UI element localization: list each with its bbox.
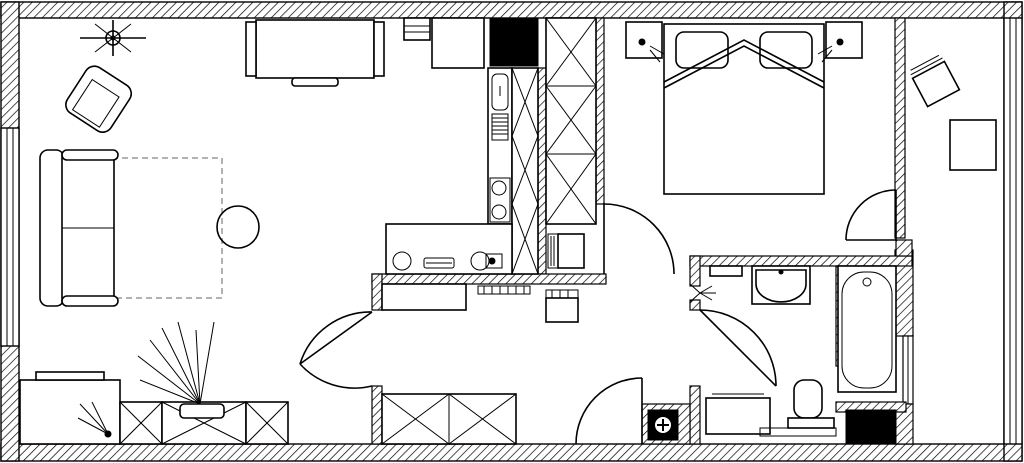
armchair xyxy=(65,65,133,133)
tv-cabinet xyxy=(19,371,121,445)
bedroom-right-wall xyxy=(894,17,914,445)
kitchen-bottom-counter xyxy=(385,223,513,275)
nightstand-left xyxy=(625,21,665,63)
bed xyxy=(663,23,825,195)
right-window xyxy=(1003,17,1023,445)
balcony-table xyxy=(949,119,997,171)
small-cabinet xyxy=(547,233,585,269)
bath-light xyxy=(689,283,716,303)
left-window xyxy=(0,127,20,347)
hall-closet xyxy=(381,393,517,445)
hall-shelf xyxy=(381,283,531,311)
entrance-meter xyxy=(647,409,679,441)
coffee-table xyxy=(216,205,260,249)
bathroom-door xyxy=(699,309,777,387)
washing-machine xyxy=(705,393,771,435)
closet-door-swing xyxy=(603,203,675,275)
sofa xyxy=(39,149,119,307)
entrance-door xyxy=(575,377,643,445)
washbasin xyxy=(751,265,811,305)
washbasin-counter xyxy=(709,265,743,277)
dish-drainer xyxy=(491,113,509,141)
rug xyxy=(111,157,223,299)
dining-table xyxy=(245,19,385,87)
balcony-chair xyxy=(910,54,961,108)
bedroom-door xyxy=(845,189,897,241)
wardrobe xyxy=(545,17,597,225)
toilet xyxy=(759,379,837,437)
bathroom-heater xyxy=(845,409,897,445)
radiator xyxy=(545,289,579,323)
bathtub xyxy=(837,265,897,393)
media-shelf xyxy=(119,401,289,445)
nightstand-right xyxy=(817,21,863,63)
floor-lamp-rays xyxy=(137,321,215,405)
stove xyxy=(489,177,511,223)
kitchen-counter-top xyxy=(403,17,539,69)
kitchen-units xyxy=(487,67,539,275)
living-door xyxy=(299,311,373,389)
ceiling-light xyxy=(80,20,146,56)
